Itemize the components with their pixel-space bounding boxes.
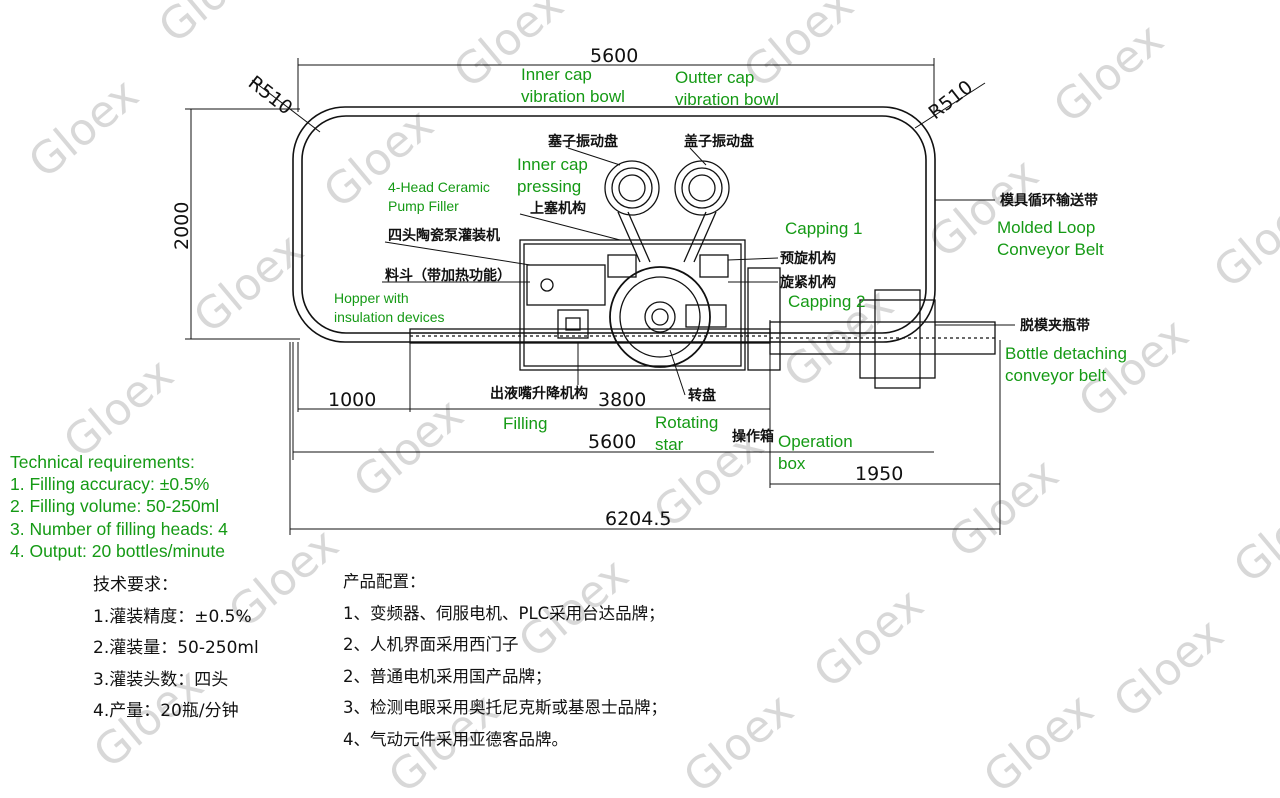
label-detach-conveyor: conveyor belt — [1005, 366, 1106, 385]
watermark: Gloex — [804, 579, 933, 699]
tech-requirement-item: 1. Filling accuracy: ±0.5% — [10, 474, 210, 495]
product-config-item: 2、普通电机采用国产品牌； — [343, 666, 552, 686]
label-inner-cap-bowl: Inner cap — [521, 65, 592, 84]
watermark: Gloex — [1224, 474, 1280, 594]
product-config-item: 3、检测电眼采用奥托尼克斯或基恩士品牌； — [343, 698, 667, 717]
dim-height: 2000 — [171, 202, 193, 250]
callout-stopper-bowl: 塞子振动盘 — [548, 133, 618, 150]
loop-conveyor — [292, 106, 936, 343]
watermark: Gloex — [1204, 179, 1280, 299]
label-loop-conveyor: Molded Loop — [997, 218, 1095, 237]
callout-turntable: 转盘 — [688, 387, 716, 404]
label-inner-cap-pressing: pressing — [517, 177, 581, 196]
label-capping-1: Capping 1 — [785, 219, 863, 238]
label-hopper: insulation devices — [334, 309, 445, 325]
watermark: Gloex — [184, 224, 313, 344]
dim-bottom-length: 5600 — [588, 431, 636, 453]
callout-loop-conveyor: 模具循环输送带 — [1000, 192, 1098, 209]
label-inner-cap-pressing: Inner cap — [517, 155, 588, 174]
label-capping-2: Capping 2 — [788, 292, 866, 311]
product-config-item: 4、气动元件采用亚德客品牌。 — [343, 729, 568, 749]
callout-hopper: 料斗（带加热功能） — [385, 267, 511, 284]
callout-detach-conveyor: 脱模夹瓶带 — [1020, 317, 1090, 334]
callout-capping: 旋紧机构 — [779, 274, 836, 291]
tech-requirement-item: 2. Filling volume: 50-250ml — [10, 496, 220, 517]
product-config-item: 1、变频器、伺服电机、PLC采用台达品牌； — [343, 603, 665, 623]
tech-requirements-cn-title: 技术要求： — [93, 575, 178, 595]
callout-cap-bowl: 盖子振动盘 — [684, 133, 754, 150]
product-config-cn: 产品配置： 1、变频器、伺服电机、PLC采用台达品牌； 2、人机界面采用西门子 … — [343, 566, 667, 755]
callout-stopper-mechanism: 上塞机构 — [530, 200, 586, 217]
callout-operation-box: 操作箱 — [732, 428, 774, 445]
tech-requirement-cn-item: 2.灌装量：50-250ml — [93, 638, 259, 658]
dim-total-length: 6204.5 — [605, 508, 671, 530]
tech-requirements-cn: 技术要求： 1.灌装精度：±0.5% 2.灌装量：50-250ml 3.灌装头数… — [93, 570, 259, 728]
dim-radius-right: R510 — [925, 76, 978, 124]
label-operation-box: box — [778, 454, 806, 473]
callout-filler: 四头陶瓷泵灌装机 — [388, 227, 500, 244]
label-filling: Filling — [503, 414, 547, 433]
label-inner-cap-bowl: vibration bowl — [521, 87, 625, 106]
dim-radius-left: R510 — [244, 72, 297, 120]
dimension-lines — [185, 58, 1001, 535]
tech-requirements-en-title: Technical requirements: — [10, 452, 195, 472]
tech-requirement-item: 3. Number of filling heads: 4 — [10, 518, 228, 539]
dim-dial-offset: 3800 — [598, 389, 646, 411]
tech-requirement-cn-item: 3.灌装头数：四头 — [93, 669, 229, 690]
label-rotating-star: Rotating — [655, 413, 718, 432]
dim-feed-length: 1000 — [328, 389, 376, 411]
label-outer-cap-bowl: vibration bowl — [675, 90, 779, 109]
tech-requirement-cn-item: 4.产量：20瓶/分钟 — [93, 701, 239, 721]
watermark: Gloex — [1104, 609, 1233, 729]
watermark: Gloex — [674, 684, 803, 798]
label-hopper: Hopper with — [334, 290, 409, 306]
callout-nozzle-lift: 出液嘴升降机构 — [490, 385, 588, 402]
label-operation-box: Operation — [778, 432, 853, 451]
label-filler: Pump Filler — [388, 198, 459, 214]
callout-leaders — [382, 147, 1015, 420]
label-detach-conveyor: Bottle detaching — [1005, 344, 1127, 363]
watermark: Gloex — [19, 69, 148, 189]
tech-requirement-cn-item: 1.灌装精度：±0.5% — [93, 606, 252, 627]
label-filler: 4-Head Ceramic — [388, 179, 490, 195]
watermark: Gloex — [1044, 14, 1173, 134]
callout-pre-capping: 预旋机构 — [780, 250, 836, 267]
label-rotating-star: star — [655, 435, 684, 454]
watermark: Gloex — [974, 684, 1103, 798]
product-config-title: 产品配置： — [343, 572, 426, 591]
dim-discharge-length: 1950 — [855, 463, 903, 485]
tech-requirements-en: Technical requirements: 1. Filling accur… — [10, 451, 228, 562]
watermark: Gloex — [939, 449, 1068, 569]
label-loop-conveyor: Conveyor Belt — [997, 240, 1104, 259]
product-config-item: 2、人机界面采用西门子 — [343, 635, 519, 654]
machine-body — [409, 160, 996, 389]
watermark: Gloex — [149, 0, 278, 53]
dim-top-length: 5600 — [590, 45, 638, 67]
tech-requirement-item: 4. Output: 20 bottles/minute — [10, 540, 225, 561]
label-outer-cap-bowl: Outter cap — [675, 68, 754, 87]
